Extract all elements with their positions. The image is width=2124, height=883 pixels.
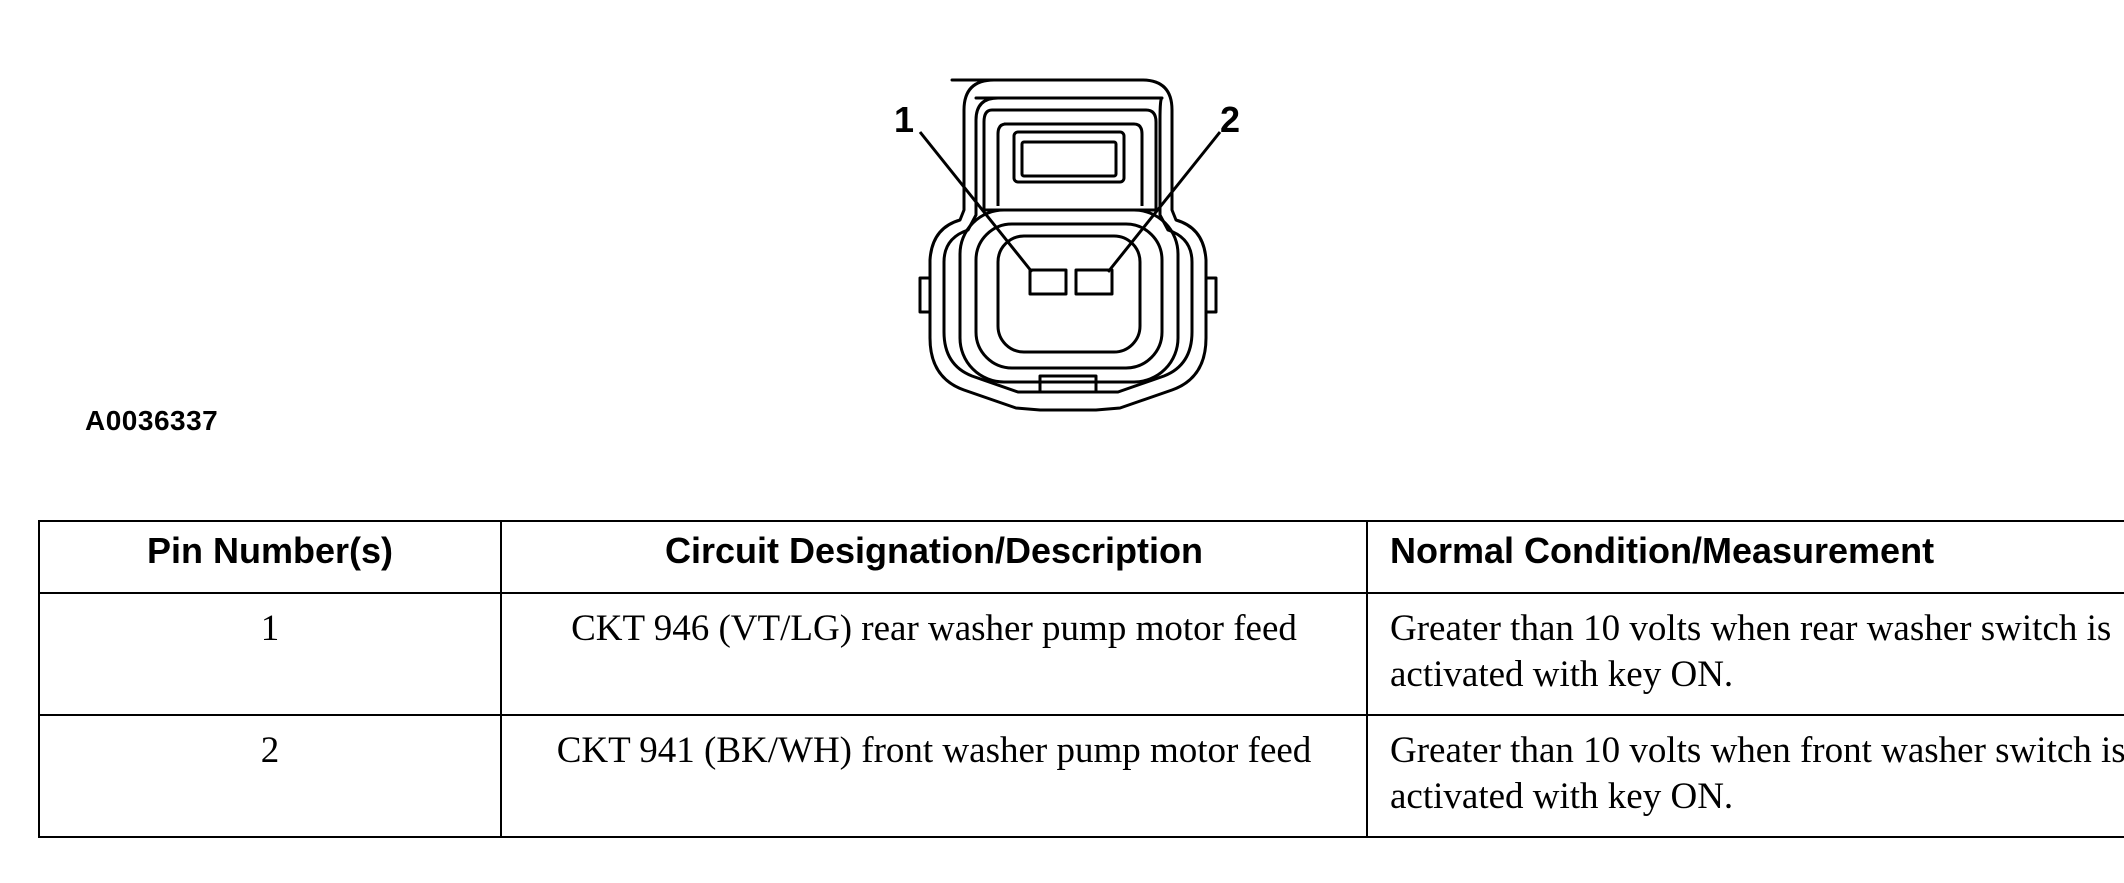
connector-pin-cavity [996,234,1142,354]
connector-latch-slot [1020,140,1118,178]
pin-1-label: 1 [894,99,914,140]
connector-side-clip-left [918,276,930,314]
connector-bottom-key [1038,374,1098,392]
cell-circuit: CKT 946 (VT/LG) rear washer pump motor f… [500,592,1368,716]
pin-1-terminal [1028,268,1068,296]
connector-housing-inner [942,96,1194,394]
connector-body-ring-mid [974,222,1164,370]
header-pin-number: Pin Number(s) [38,520,502,594]
cell-pin: 2 [38,714,502,838]
pin-1-leader-line [918,131,1034,273]
header-circuit: Circuit Designation/Description [500,520,1368,594]
pin-2-leader-line [1106,131,1222,273]
connector-side-clip-right [1206,276,1218,314]
figure-id-code: A0036337 [85,405,219,436]
cell-measurement: Greater than 10 volts when front washer … [1366,714,2124,838]
connector-latch-inner [1004,122,1144,206]
connector-housing-outer [928,78,1208,412]
connector-diagram: 1 2 [894,78,1240,412]
table-row: 2 CKT 941 (BK/WH) front washer pump moto… [38,714,2124,838]
connector-body-ring-outer [958,208,1180,384]
connector-latch-tab [1012,130,1126,184]
header-measurement: Normal Condition/Measurement [1366,520,2124,594]
cell-pin: 1 [38,592,502,716]
pin-table: Pin Number(s) Circuit Designation/Descri… [38,520,2124,838]
table-row: 1 CKT 946 (VT/LG) rear washer pump motor… [38,592,2124,716]
connector-latch-line [996,122,1007,206]
pin-2-label: 2 [1220,99,1240,140]
cell-circuit: CKT 941 (BK/WH) front washer pump motor … [500,714,1368,838]
pin-2-terminal [1074,268,1114,296]
cell-measurement: Greater than 10 volts when rear washer s… [1366,592,2124,716]
table-header-row: Pin Number(s) Circuit Designation/Descri… [38,520,2124,594]
